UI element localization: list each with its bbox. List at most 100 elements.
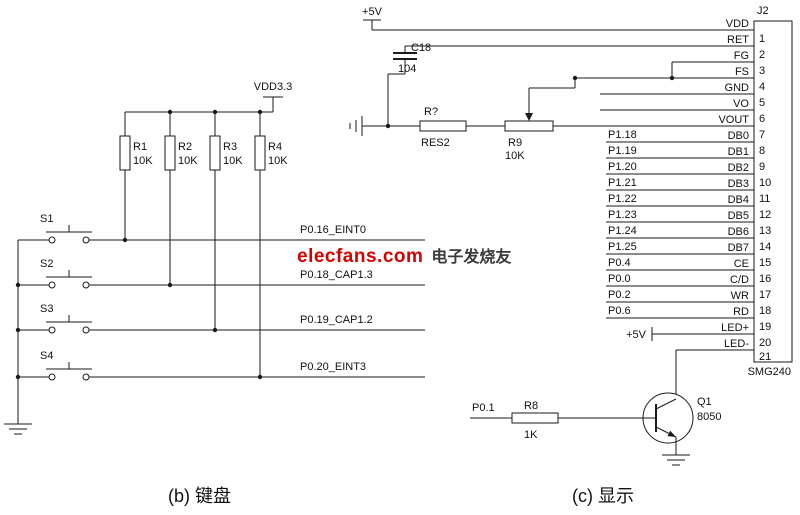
r9-name: R9 [508,137,522,149]
keyboard-ground [4,240,32,435]
s1-label: S1 [40,213,53,225]
switch-s4 [18,362,425,381]
pin-number: 21 [759,351,771,363]
j2-pin-names: VDD RET FG FS GND VO VOUT DB0 DB1 DB2 DB… [718,18,749,350]
pin-number: 16 [759,273,771,285]
pin-number: 1 [759,33,765,45]
s1-signal: P0.16_EINT0 [300,224,366,236]
plus5v-label: +5V [362,6,383,18]
pin-signal: P0.6 [608,305,631,317]
pin-name: VOUT [718,114,749,126]
keyboard-section: VDD3.3 R1 10K R2 10K R3 10K R4 10K [4,81,425,435]
pin-number: 4 [759,81,765,93]
pin-name: LED+ [721,322,749,334]
switch-s2 [18,270,425,289]
capacitor-c18 [387,46,417,126]
pin-number: 3 [759,65,765,77]
pin-name: RET [727,34,749,46]
resistor-r4 [254,112,266,377]
pin-signal: P1.19 [608,145,637,157]
s4-signal: P0.20_EINT3 [300,361,366,373]
vdd33-power-symbol [125,96,283,113]
watermark-tagline: 电子发烧友 [431,249,512,266]
pin-signal: P1.22 [608,193,637,205]
potentiometer-r9 [504,78,754,132]
pin-name: DB7 [728,242,749,254]
resistor-r1 [119,112,131,240]
s2-signal: P0.18_CAP1.3 [300,269,373,281]
r4-name: R4 [268,141,282,153]
pin-number: 15 [759,257,771,269]
c18-value: 104 [398,63,416,75]
pin-signal: P1.18 [608,129,637,141]
pin-number: 6 [759,113,765,125]
r9-value: 10K [505,150,525,162]
resistor-rq [419,120,505,132]
vdd33-label: VDD3.3 [254,81,293,93]
pin-name: DB1 [728,146,749,158]
plus5v-power-symbol [363,19,381,30]
j2-pin-signals: P1.18 P1.19 P1.20 P1.21 P1.22 P1.23 P1.2… [608,129,647,341]
display-section: +5V C18 104 R? RES2 [349,5,793,466]
r1-value: 10K [133,155,153,167]
s2-label: S2 [40,258,53,270]
pin-number: 9 [759,161,765,173]
resistor-r8 [470,412,559,424]
caption-display: (c) 显示 [572,486,634,506]
pin-number: 8 [759,145,765,157]
display-left-ground [349,116,420,136]
r2-name: R2 [178,141,192,153]
pin-signal: P1.21 [608,177,637,189]
pin-name: DB3 [728,178,749,190]
pin-number: 2 [759,49,765,61]
pin-number: 14 [759,241,771,253]
pin-number: 10 [759,177,771,189]
pin-signal: P1.24 [608,225,637,237]
pin-name: GND [725,82,750,94]
j2-ref: J2 [757,5,769,17]
pin-name: FS [735,66,749,78]
transistor-q1 [558,392,694,466]
pin-name: FG [734,50,749,62]
r8-value: 1K [524,429,538,441]
c18-name: C18 [411,42,431,54]
pin-number: 18 [759,305,771,317]
r1-name: R1 [133,141,147,153]
pin-signal: P0.4 [608,257,631,269]
pin-name: C/D [730,274,749,286]
pin-name: DB5 [728,210,749,222]
watermark-brand: elecfans.com [297,246,424,267]
pin-signal: P0.2 [608,289,631,301]
resistor-r3 [209,112,221,330]
r8-name: R8 [524,400,538,412]
pin-signal: P1.23 [608,209,637,221]
j2-pin-wires [372,29,754,399]
pin-number: 5 [759,97,765,109]
pin-number: 7 [759,129,765,141]
switch-s3 [18,315,425,334]
ledplus-5v-label: +5V [626,329,647,341]
pin-name: VO [733,98,749,110]
pin-signal: P1.25 [608,241,637,253]
j2-pin-numbers: 1 2 3 4 5 6 7 8 9 10 11 12 13 14 15 16 1… [759,33,771,363]
r2-value: 10K [178,155,198,167]
q1-name: Q1 [697,396,712,408]
p01-signal: P0.1 [472,402,495,414]
caption-keyboard: (b) 键盘 [168,486,231,506]
pin-signal: P0.0 [608,273,631,285]
s4-label: S4 [40,350,53,362]
pin-name: LED- [724,338,749,350]
pin-signal: P1.20 [608,161,637,173]
resistor-r2 [164,112,176,285]
pin-name: VDD [726,18,749,30]
watermark: elecfans.com 电子发烧友 [297,243,511,268]
j2-part: SMG240 [748,366,791,378]
pin-name: DB2 [728,162,749,174]
pin-number: 12 [759,209,771,221]
pin-name: RD [733,306,749,318]
r3-value: 10K [223,155,243,167]
s3-label: S3 [40,303,53,315]
j2-connector-box [753,20,793,363]
